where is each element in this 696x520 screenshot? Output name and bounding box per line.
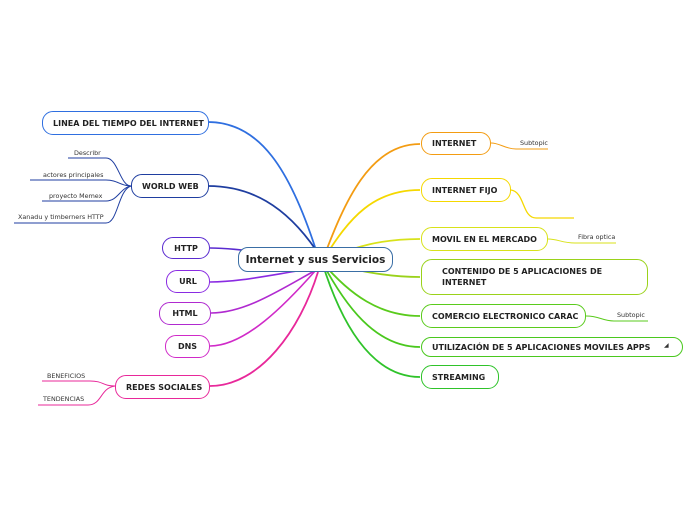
branch-linea — [207, 121, 317, 251]
topic-http[interactable]: HTTP — [162, 237, 210, 259]
subtopic-xanadu[interactable]: Xanadu y timberners HTTP — [18, 213, 104, 221]
subtopic-tendencias[interactable]: TENDENCIAS — [43, 395, 85, 403]
subtopic-describr[interactable]: Describr — [74, 149, 101, 157]
subtopic-fibra-optica[interactable]: Fibra optica — [578, 233, 616, 241]
sub-line-memex — [42, 185, 132, 202]
branch-comercio — [321, 261, 421, 317]
topic-redes-sociales[interactable]: REDES SOCIALES — [115, 375, 210, 399]
branch-html — [210, 269, 317, 314]
topic-movil-en-el-mercado[interactable]: MOVIL EN EL MERCADO — [421, 227, 548, 251]
central-topic[interactable]: Internet y sus Servicios — [238, 247, 393, 272]
topic-world-web[interactable]: WORLD WEB — [131, 174, 209, 198]
branch-redes — [209, 271, 319, 387]
sub-line-tendencias — [38, 385, 116, 406]
sub-line-actores — [30, 179, 132, 187]
branch-internet — [321, 143, 421, 263]
subtopic-internet[interactable]: Subtopic — [520, 139, 548, 147]
branch-streaming — [321, 261, 421, 378]
branch-utilizacion — [321, 261, 421, 348]
topic-html[interactable]: HTML — [159, 302, 211, 325]
sub-line-comercio — [585, 315, 648, 322]
subtopic-beneficios[interactable]: BENEFICIOS — [47, 372, 86, 380]
topic-dns[interactable]: DNS — [165, 335, 210, 358]
topic-linea-del-tiempo[interactable]: LINEA DEL TIEMPO DEL INTERNET — [42, 111, 209, 135]
branch-dns — [209, 269, 317, 347]
subtopic-proyecto-memex[interactable]: proyecto Memex — [49, 192, 103, 200]
branch-world-web — [207, 185, 317, 251]
expand-triangle-icon[interactable]: ◢ — [664, 342, 669, 349]
topic-streaming[interactable]: STREAMING — [421, 365, 499, 389]
sub-line-internet — [490, 142, 548, 150]
sub-line-beneficios — [42, 380, 116, 387]
subtopic-comercio[interactable]: Subtopic — [617, 311, 645, 319]
topic-comercio-electronico[interactable]: COMERCIO ELECTRONICO CARAC — [421, 304, 586, 328]
topic-internet-fijo[interactable]: INTERNET FIJO — [421, 178, 511, 202]
topic-internet[interactable]: INTERNET — [421, 132, 491, 155]
subtopic-actores-principales[interactable]: actores principales — [43, 171, 104, 179]
sub-line-xanadu — [14, 185, 132, 224]
sub-line-describr — [68, 157, 132, 187]
topic-contenido-aplicaciones[interactable]: CONTENIDO DE 5 APLICACIONES DE INTERNET — [421, 259, 648, 295]
sub-line-movil — [547, 238, 616, 244]
topic-utilizacion-apps[interactable]: UTILIZACIÓN DE 5 APLICACIONES MOVILES AP… — [421, 337, 683, 357]
sub-line-internet-fijo — [510, 189, 574, 219]
topic-url[interactable]: URL — [166, 270, 210, 293]
